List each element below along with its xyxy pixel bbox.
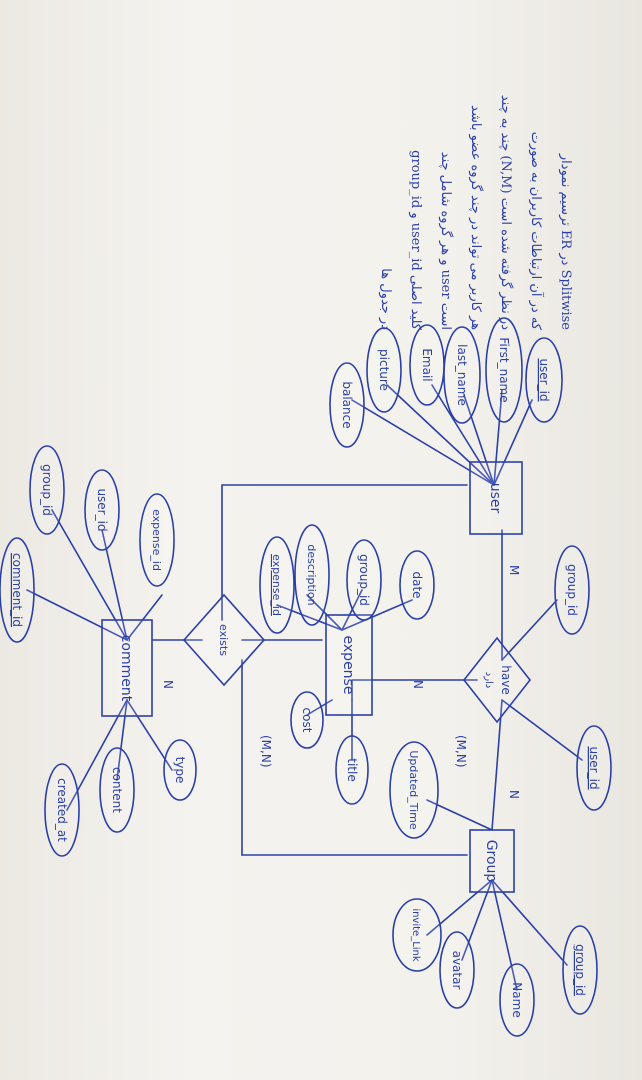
attr-group-name: Name: [499, 963, 535, 1037]
note-line-3: چند به چند (N,M) در نظر گرفته شده است: [498, 95, 514, 330]
entity-user-label: user: [487, 483, 503, 514]
svg-text:comment_id: comment_id: [10, 553, 24, 627]
card-have-expense: N: [411, 680, 425, 689]
svg-text:Email: Email: [420, 348, 434, 381]
note-line-5: و هر گروه شامل چند user است: [438, 152, 454, 330]
card-exists-comment: N: [161, 680, 175, 689]
svg-text:First_name: First_name: [497, 337, 511, 402]
attr-balance: balance: [329, 362, 365, 448]
notes-block: ترسیم نمودار ER در Splitwise که در آن ار…: [378, 95, 573, 331]
attr-first-name: First_name: [485, 317, 523, 423]
svg-text:type: type: [173, 757, 187, 784]
note-line-6: group_id و user_id کلید اصلی: [408, 150, 423, 331]
attr-picture: picture: [366, 327, 402, 413]
attr-expense-id: expense_id: [259, 536, 295, 634]
svg-text:picture: picture: [377, 349, 391, 391]
note-line-4: هر کاربر می تواند در چند گروه عضو باشد: [468, 105, 484, 330]
attr-comment-type: type: [163, 739, 197, 801]
card-have-group: N: [507, 790, 521, 799]
svg-text:balance: balance: [340, 381, 354, 428]
relationship-have: have دارد: [462, 636, 532, 724]
entity-comment: comment: [101, 619, 153, 717]
relationship-exists: exists: [182, 593, 266, 687]
svg-text:cost: cost: [300, 708, 314, 733]
note-line-2: که در آن ارتباطات کاربران به صورت: [528, 132, 545, 331]
attr-last-name: last_name: [443, 326, 481, 424]
svg-text:expense_id: expense_id: [270, 554, 283, 616]
attr-comment-id: comment_id: [0, 537, 35, 643]
svg-text:content: content: [110, 767, 124, 813]
attr-updated-time: Updated_Time: [389, 741, 439, 839]
svg-text:user_id: user_id: [587, 746, 601, 789]
attr-group-id: group_id: [562, 925, 598, 1015]
card-user-have: M: [507, 565, 521, 575]
attr-expense-date: date: [399, 550, 435, 620]
attr-comment-expense-id: expense_id: [139, 493, 175, 587]
svg-text:expense_id: expense_id: [150, 509, 163, 571]
entity-group: Group: [469, 829, 515, 893]
svg-text:last_name: last_name: [455, 344, 469, 406]
attr-avatar: avatar: [439, 931, 475, 1009]
relationship-have-label: have: [499, 665, 513, 694]
entity-comment-label: comment: [118, 635, 134, 702]
attr-user-id: user_id: [525, 337, 563, 423]
svg-text:title: title: [345, 758, 359, 781]
entity-expense-label: expense: [340, 636, 356, 695]
svg-text:date: date: [410, 571, 424, 598]
svg-text:user_id: user_id: [95, 488, 109, 531]
attr-expense-group-id: group_id: [346, 539, 382, 621]
attr-comment-user-id: user_id: [84, 469, 120, 551]
attr-created-at: created_at: [44, 763, 80, 857]
relationship-exists-label: exists: [217, 624, 230, 656]
attr-comment-group-id: group_id: [29, 445, 65, 535]
svg-text:group_id: group_id: [40, 464, 54, 516]
entity-group-label: Group: [483, 840, 499, 883]
svg-text:group_id: group_id: [357, 554, 371, 606]
attr-description: description: [294, 524, 330, 626]
svg-text:avatar: avatar: [450, 951, 464, 990]
entity-expense: expense: [325, 614, 373, 716]
have-cardinality: (M,N): [454, 735, 468, 768]
attr-invite-link: invite_Link: [392, 898, 442, 972]
svg-text:group_id: group_id: [573, 944, 587, 996]
svg-text:Updated_Time: Updated_Time: [407, 750, 420, 829]
entity-user: user: [469, 461, 523, 535]
note-line-1: ترسیم نمودار ER در Splitwise: [558, 153, 573, 330]
svg-text:invite_Link: invite_Link: [410, 908, 421, 962]
svg-text:created_at: created_at: [55, 778, 69, 842]
attr-comment-content: content: [99, 747, 135, 833]
attr-have-group-id: group_id: [554, 545, 590, 635]
svg-text:group_id: group_id: [565, 564, 579, 616]
svg-text:Name: Name: [510, 982, 524, 1017]
attr-title: title: [335, 735, 369, 805]
exists-cardinality: (M,N): [259, 735, 273, 768]
svg-text:user_id: user_id: [537, 358, 551, 401]
attr-cost: cost: [290, 691, 324, 749]
svg-text:description: description: [305, 544, 318, 605]
attr-have-user-id: user_id: [576, 725, 612, 811]
attr-email: Email: [409, 324, 445, 406]
note-line-7: در جدول ها: [378, 268, 393, 330]
relationship-have-sub: دارد: [483, 672, 494, 689]
